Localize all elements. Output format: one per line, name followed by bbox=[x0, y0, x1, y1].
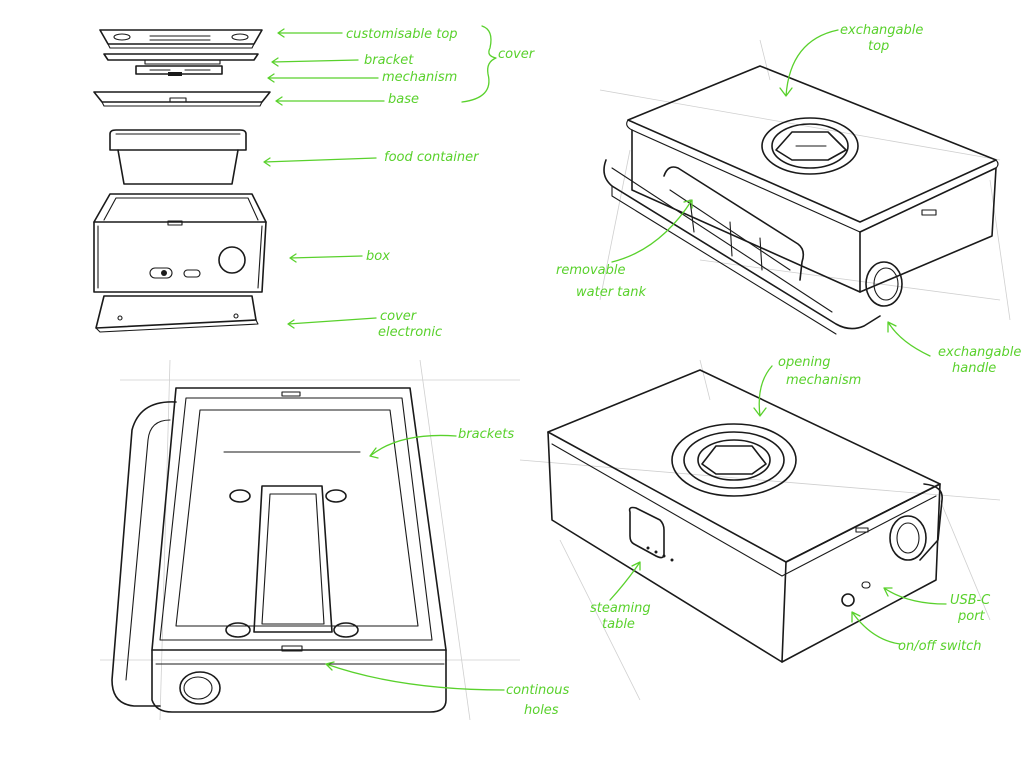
exploded-view bbox=[93, 29, 271, 333]
label-usb-c-port-1: USB-C bbox=[950, 593, 991, 608]
label-steaming-table-2: table bbox=[602, 617, 635, 632]
label-removable-water-tank-2: water tank bbox=[576, 285, 646, 300]
label-cover-electronic-2: electronic bbox=[378, 325, 442, 340]
box-part bbox=[93, 193, 267, 293]
box-interior-annotations bbox=[325, 434, 505, 691]
label-continous-holes-2: holes bbox=[524, 703, 559, 718]
label-opening-mechanism-1: opening bbox=[778, 355, 831, 370]
label-on-off-switch: on/off switch bbox=[898, 639, 982, 654]
assembled-view-top bbox=[599, 39, 1011, 335]
assembled-top-annotations bbox=[611, 29, 931, 357]
label-mechanism: mechanism bbox=[382, 70, 457, 85]
label-exchangable-handle-1: exchangable bbox=[938, 345, 1021, 360]
label-exchangable-top-1: exchangable bbox=[840, 23, 923, 38]
bracket-part bbox=[103, 53, 259, 65]
label-exchangable-top-2: top bbox=[868, 39, 889, 54]
mechanism-part bbox=[135, 65, 223, 76]
label-opening-mechanism-2: mechanism bbox=[786, 373, 861, 388]
assembled-bottom-annotations bbox=[609, 365, 947, 645]
label-usb-c-port-2: port bbox=[957, 609, 986, 624]
label-customisable-top: customisable top bbox=[346, 27, 458, 42]
label-food-container: food container bbox=[384, 150, 480, 165]
label-box: box bbox=[366, 249, 390, 264]
assembled-view-bottom bbox=[519, 359, 1001, 701]
label-brackets: brackets bbox=[458, 427, 514, 442]
exploded-annotations bbox=[263, 25, 497, 329]
cover-electronic-part bbox=[95, 295, 259, 333]
label-bracket: bracket bbox=[364, 53, 414, 68]
label-cover: cover bbox=[498, 47, 536, 62]
label-cover-electronic-1: cover bbox=[380, 309, 418, 324]
box-interior-view bbox=[100, 359, 520, 721]
label-steaming-table-1: steaming bbox=[590, 601, 651, 616]
label-base: base bbox=[388, 92, 419, 107]
food-container-part bbox=[109, 129, 247, 185]
label-removable-water-tank-1: removable bbox=[556, 263, 625, 278]
label-exchangable-handle-2: handle bbox=[952, 361, 996, 376]
label-continous-holes-1: continous bbox=[506, 683, 569, 698]
customisable-top-part bbox=[99, 29, 263, 49]
base-part bbox=[93, 91, 271, 107]
